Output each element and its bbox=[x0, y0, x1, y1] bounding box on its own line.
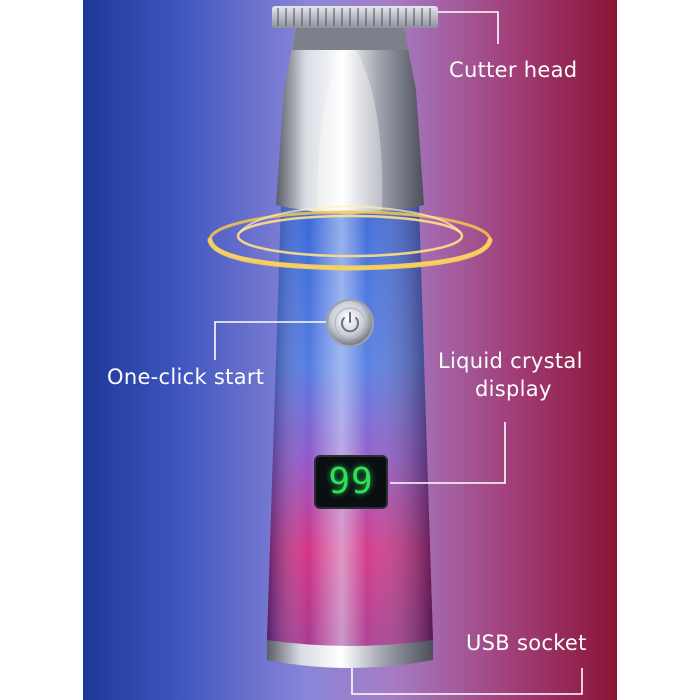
chrome-head bbox=[276, 28, 424, 214]
lcd-display bbox=[314, 455, 388, 509]
power-icon bbox=[341, 312, 359, 333]
label-usb-socket: USB socket bbox=[466, 631, 587, 655]
label-one-click-start: One-click start bbox=[107, 365, 265, 389]
callout-lines bbox=[214, 11, 583, 695]
lcd-digits: 99 bbox=[328, 461, 374, 502]
motion-rings bbox=[207, 204, 493, 271]
label-lcd-line2: display bbox=[475, 377, 552, 401]
label-lcd-line1: Liquid crystal bbox=[438, 349, 583, 373]
label-cutter-head: Cutter head bbox=[449, 58, 578, 82]
bottom-cap bbox=[267, 640, 433, 668]
cutter-blade bbox=[272, 6, 438, 28]
